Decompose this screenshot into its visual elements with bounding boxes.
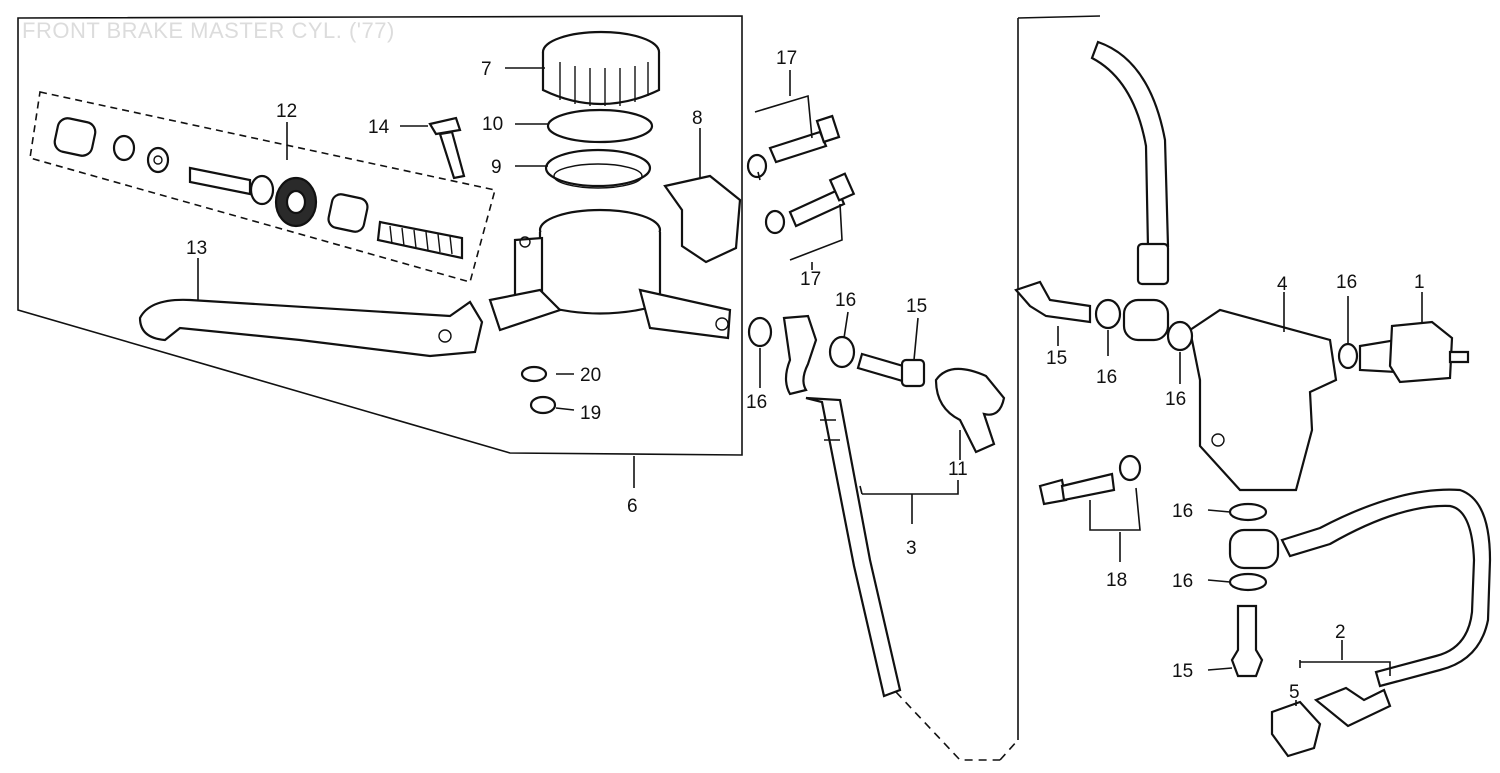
callout-15b: 15 bbox=[1046, 348, 1067, 369]
nut-19 bbox=[529, 395, 557, 415]
callout-6: 6 bbox=[627, 496, 638, 517]
bolt-17-upper bbox=[768, 130, 828, 164]
piston-kit-parts bbox=[53, 117, 464, 260]
right-group-border bbox=[1017, 15, 1101, 740]
callout-10: 10 bbox=[482, 114, 503, 135]
bolt-17-lower bbox=[788, 188, 846, 228]
brake-stop-switch-1 bbox=[1358, 320, 1470, 384]
callout-7: 7 bbox=[481, 59, 492, 80]
callout-16a: 16 bbox=[835, 290, 856, 311]
washer-16-a bbox=[747, 316, 773, 348]
callout-1: 1 bbox=[1414, 272, 1425, 293]
callout-12: 12 bbox=[276, 101, 297, 122]
callout-16b: 16 bbox=[746, 392, 767, 413]
callout-16c: 16 bbox=[1096, 367, 1117, 388]
brake-hose-upper-right bbox=[1090, 40, 1170, 250]
callout-11: 11 bbox=[948, 459, 968, 480]
callout-18: 18 bbox=[1106, 570, 1127, 591]
screw-14 bbox=[428, 116, 466, 180]
washer-16-g bbox=[1228, 572, 1268, 592]
washer-16-d bbox=[1166, 320, 1194, 352]
callout-15a: 15 bbox=[906, 296, 927, 317]
callout-16e: 16 bbox=[1336, 272, 1357, 293]
callout-19: 19 bbox=[580, 403, 601, 424]
washer-16-e bbox=[1337, 342, 1359, 370]
washer-20 bbox=[520, 365, 548, 383]
diaphragm bbox=[544, 148, 652, 188]
brake-hose-upper-fitting bbox=[782, 314, 818, 396]
master-cylinder-holder bbox=[663, 174, 742, 264]
hose-fitting-right bbox=[1122, 298, 1170, 342]
hose-fitting-lower bbox=[1228, 528, 1280, 570]
reservoir-cap bbox=[541, 30, 661, 106]
callout-17b: 17 bbox=[800, 269, 821, 290]
washer-16-f bbox=[1228, 502, 1268, 522]
callout-3: 3 bbox=[906, 538, 917, 559]
leader-lines bbox=[197, 67, 1423, 706]
callout-2: 2 bbox=[1335, 622, 1346, 643]
diagram-title: FRONT BRAKE MASTER CYL. ('77) bbox=[22, 18, 395, 43]
callout-labels: 1 2 3 4 5 6 7 8 9 10 11 12 13 14 15 15 1… bbox=[186, 48, 1425, 703]
assembly-6-outline bbox=[17, 15, 743, 456]
callout-8: 8 bbox=[692, 108, 703, 129]
brake-hose-3 bbox=[805, 396, 902, 698]
master-cylinder-body bbox=[488, 208, 732, 340]
washer-16-c bbox=[1094, 298, 1122, 330]
brake-lever bbox=[138, 298, 484, 358]
callout-16g: 16 bbox=[1172, 571, 1193, 592]
callout-16d: 16 bbox=[1165, 389, 1186, 410]
callout-5: 5 bbox=[1289, 682, 1300, 703]
banjo-bolt-15-b bbox=[1014, 280, 1092, 324]
callout-9: 9 bbox=[491, 157, 502, 178]
callout-15c: 15 bbox=[1172, 661, 1193, 682]
diaphragm-plate bbox=[546, 108, 654, 144]
callout-17a: 17 bbox=[776, 48, 797, 69]
callout-14: 14 bbox=[368, 117, 390, 138]
three-way-joint-4 bbox=[1188, 308, 1338, 492]
nut-5 bbox=[1270, 700, 1322, 758]
callout-20: 20 bbox=[580, 365, 601, 386]
callout-13: 13 bbox=[186, 238, 207, 259]
banjo-bolt-15-c bbox=[1230, 604, 1264, 678]
hose-joint-11 bbox=[934, 367, 1006, 454]
washer-16-b bbox=[828, 335, 856, 369]
callout-16f: 16 bbox=[1172, 501, 1193, 522]
callout-4: 4 bbox=[1277, 274, 1288, 295]
brake-hose-2 bbox=[1280, 488, 1492, 688]
